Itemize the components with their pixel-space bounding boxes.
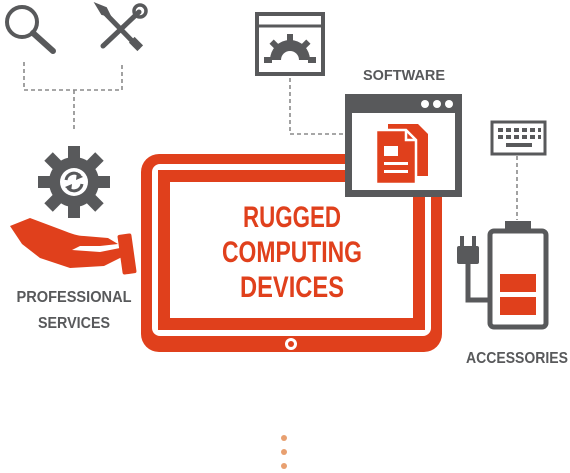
professional-services-label-line2: SERVICES: [38, 315, 110, 332]
connector-lines: [23, 62, 518, 220]
professional-services-label-line1: PROFESSIONAL: [17, 289, 132, 306]
gear-refresh-icon: [38, 146, 110, 218]
keyboard-icon: [490, 120, 547, 156]
accessories-label: ACCESSORIES: [466, 350, 568, 367]
browser-gear-icon: [255, 12, 325, 76]
search-icon: [5, 5, 56, 54]
tablet-icon: [141, 154, 442, 352]
center-title-line2: COMPUTING: [222, 236, 362, 269]
software-label: SOFTWARE: [363, 67, 445, 84]
tools-icon: [93, 1, 148, 52]
hand-icon: [10, 218, 137, 275]
dotted-accent: [281, 435, 287, 469]
plug-icon: [457, 236, 490, 303]
center-title-line1: RUGGED: [243, 201, 341, 234]
document-icon: [374, 124, 428, 186]
battery-icon: [487, 221, 549, 330]
center-title-line3: DEVICES: [240, 271, 344, 304]
